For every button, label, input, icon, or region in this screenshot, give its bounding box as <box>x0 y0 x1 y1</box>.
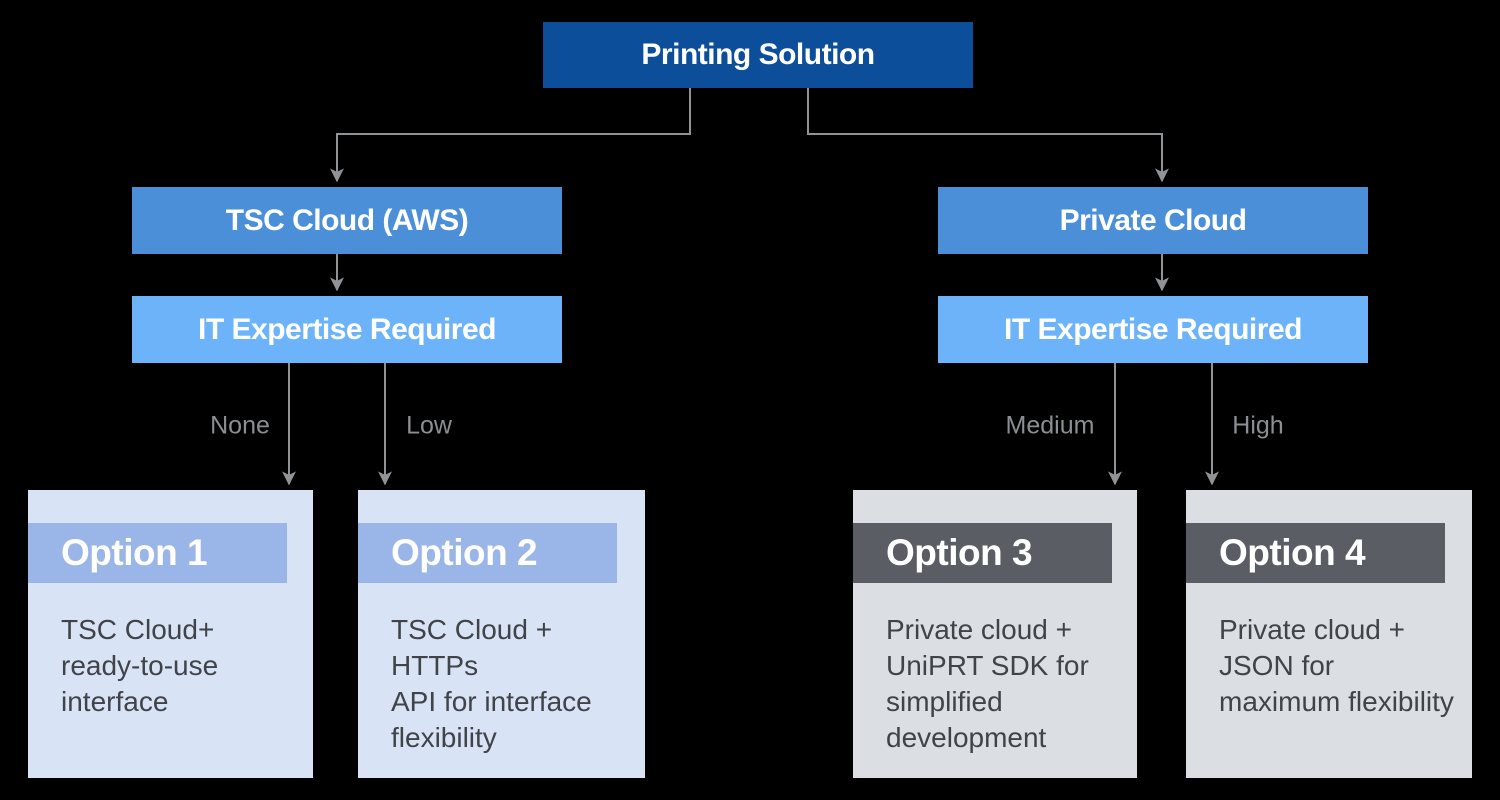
option-2-title: Option 2 <box>391 532 538 573</box>
printing-solution-label: Printing Solution <box>641 38 875 71</box>
option-4-card: Option 4 Private cloud + JSON for maximu… <box>1186 490 1472 778</box>
printing-solution-node: Printing Solution <box>543 22 973 88</box>
option-3-title: Option 3 <box>886 532 1033 573</box>
private-cloud-label: Private Cloud <box>1059 203 1247 237</box>
edge-label-low: Low <box>406 411 452 440</box>
option-3-description: Private cloud + UniPRT SDK for simplifie… <box>886 614 1089 753</box>
option-4-description: Private cloud + JSON for maximum flexibi… <box>1219 614 1454 717</box>
tsc-cloud-label: TSC Cloud (AWS) <box>225 203 469 237</box>
option-2-card: Option 2 TSC Cloud + HTTPs API for inter… <box>358 490 645 778</box>
edge-label-none: None <box>210 411 270 440</box>
option-1-header: Option 1 <box>28 523 287 583</box>
it-expertise-left-label: IT Expertise Required <box>198 312 496 346</box>
option-3-header: Option 3 <box>853 523 1112 583</box>
option-2-header: Option 2 <box>358 523 617 583</box>
option-1-card: Option 1 TSC Cloud+ ready-to-use interfa… <box>28 490 313 778</box>
option-2-description: TSC Cloud + HTTPs API for interface flex… <box>391 614 592 753</box>
private-cloud-node: Private Cloud <box>938 187 1368 254</box>
edge-root-to-tsc-cloud <box>330 88 691 183</box>
option-1-description: TSC Cloud+ ready-to-use interface <box>61 614 219 717</box>
edge-label-high: High <box>1232 411 1284 440</box>
edge-root-to-private-cloud <box>807 88 1169 183</box>
option-1-title: Option 1 <box>61 532 208 573</box>
option-4-title: Option 4 <box>1219 532 1366 573</box>
it-expertise-right-node: IT Expertise Required <box>938 296 1368 363</box>
option-3-card: Option 3 Private cloud + UniPRT SDK for … <box>853 490 1137 778</box>
edge-label-medium: Medium <box>1005 411 1095 440</box>
option-4-header: Option 4 <box>1186 523 1445 583</box>
it-expertise-right-label: IT Expertise Required <box>1004 312 1302 346</box>
it-expertise-left-node: IT Expertise Required <box>132 296 562 363</box>
tsc-cloud-node: TSC Cloud (AWS) <box>132 187 562 254</box>
